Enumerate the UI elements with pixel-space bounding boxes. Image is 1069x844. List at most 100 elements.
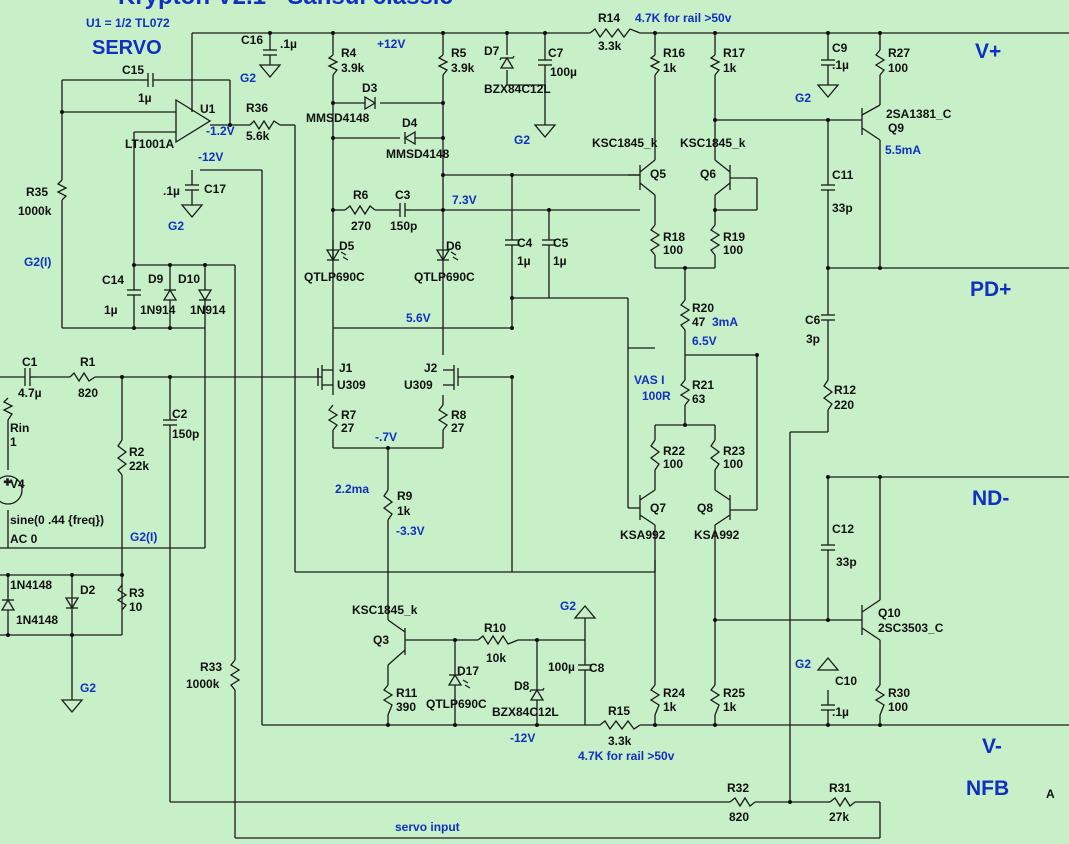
resistor-r27 [874,49,886,76]
label: 47 [692,315,706,329]
resistor-r12 [822,379,834,411]
label: 1k [397,504,411,518]
title-partial: Krypton V2.1 - Sansui classic [118,0,453,10]
label: R7 [341,408,357,422]
resistors [2,27,886,808]
label: 100µ [548,660,575,674]
transistor-q10 [861,599,881,641]
resistor-r4 [327,54,339,76]
capacitor-c11 [821,184,835,191]
label: R3 [129,586,145,600]
diode-d2 [64,597,80,610]
resistor-r33 [229,659,241,691]
resistor-r20 [679,299,691,331]
corner-label: A [1046,787,1055,801]
diode-d1 [0,598,16,611]
label: .1µ [280,37,297,51]
transistor-q5 [628,159,656,196]
resistor-r17 [709,54,721,76]
resistor-r22 [649,439,661,471]
label: D8 [514,679,530,693]
ann-v7-3: 7.3V [452,193,477,207]
label: KSC1845_k [352,603,418,617]
label: R35 [26,185,48,199]
label: J1 [339,361,353,375]
resistor-r7 [327,404,339,431]
label: Q3 [373,633,389,647]
label: C8 [589,661,605,675]
resistor-r19 [709,224,721,256]
label: R18 [663,230,685,244]
resistor-r5 [437,54,449,76]
label: 270 [351,219,371,233]
label: 33p [836,555,857,569]
label: 820 [729,810,749,824]
label: D3 [362,81,378,95]
ann-i3: 3mA [712,315,738,329]
label: R4 [341,46,357,60]
opamp-note: U1 = 1/2 TL072 [86,16,170,30]
led-d17 [447,673,471,695]
label: R32 [727,781,749,795]
ground-label: G2 [795,657,811,671]
label: R6 [353,188,369,202]
ground-label: G2 [80,681,96,695]
diode-d7 [499,55,515,69]
label: R21 [692,378,714,392]
label: R5 [451,46,467,60]
ann-v1-2: -1.2V [206,124,235,138]
label: R2 [129,445,145,459]
resistor-r21 [679,379,691,406]
servo-label: SERVO [92,37,162,59]
label: 27k [829,810,849,824]
label: R25 [723,686,745,700]
label: Q6 [700,167,716,181]
ground-label: G2 [560,599,576,613]
label: R16 [663,46,685,60]
resistor-r15 [599,719,641,731]
label: 2SA1381_C [886,107,952,121]
transistor-q9 [861,104,881,141]
label: R11 [396,686,418,700]
label: Q7 [650,501,666,515]
capacitor-c17 [185,184,199,195]
label: KSC1845_k [592,136,658,150]
ground-icon [816,84,840,99]
label: 150p [390,219,417,233]
label: C2 [172,407,188,421]
label: .1µ [832,705,849,719]
resistor-r18 [649,224,661,256]
rail-vminus: V- [982,735,1002,758]
label: Q9 [888,121,904,135]
resistor-r3 [116,584,128,611]
label: C14 [102,273,124,287]
label: D7 [484,44,500,58]
label: 150p [172,427,199,441]
ground-icon [533,124,557,139]
ann-vm12-a: -12V [198,150,223,164]
label: C1 [22,355,38,369]
label: R24 [663,686,685,700]
label: Q5 [650,167,666,181]
label: 3.9k [341,61,365,75]
ann-v6-5: 6.5V [692,334,717,348]
label: KSA992 [620,528,666,542]
opamp-u1 [175,98,212,144]
label: R30 [888,686,910,700]
label: 63 [692,392,706,406]
capacitor-c4 [505,239,519,255]
label: KSA992 [694,528,740,542]
label: KSC1845_k [680,136,746,150]
label: 1k [723,61,737,75]
label: .1µ [163,184,180,198]
label: 33p [832,201,853,215]
ann-servo-input: servo input [395,820,460,834]
label: C10 [835,674,857,688]
label: 5.6k [246,129,270,143]
label: 100 [663,243,683,257]
label: R10 [484,621,506,635]
ann-vm12-b: -12V [510,731,535,745]
resistor-r9 [382,489,394,521]
label: D10 [178,272,200,286]
resistor-r32 [729,796,756,808]
